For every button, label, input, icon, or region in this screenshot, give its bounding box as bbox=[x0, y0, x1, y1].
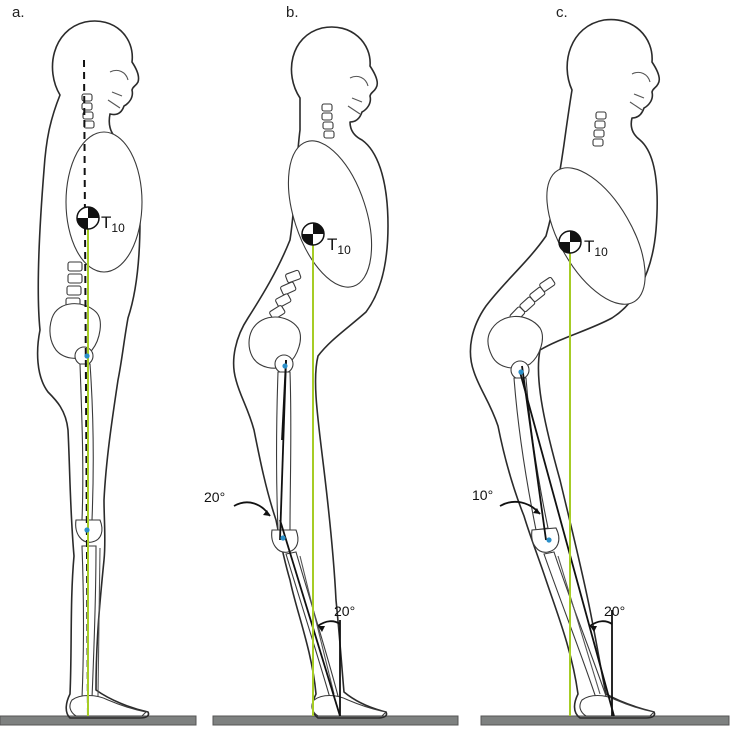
hip-marker-b bbox=[282, 363, 288, 369]
body-outline-a bbox=[36, 20, 150, 719]
knee-angle-label-b: 20° bbox=[204, 489, 225, 505]
trunk-segment-c bbox=[546, 167, 646, 305]
knee-marker-a bbox=[84, 527, 90, 533]
knee-angle-arrow-c bbox=[533, 508, 540, 514]
trunk-segment-a bbox=[65, 131, 143, 273]
hip-marker-c bbox=[518, 369, 524, 375]
panel-label-b: b. bbox=[286, 4, 299, 21]
lumbar-spine-b bbox=[269, 269, 302, 320]
hip-marker-a bbox=[84, 353, 90, 359]
com-label-c: T10 bbox=[584, 237, 608, 259]
ankle-angle-arc-b bbox=[317, 620, 341, 627]
knee-marker-b bbox=[280, 535, 286, 541]
foot-bones-a bbox=[69, 694, 148, 717]
ankle-angle-arc-c bbox=[589, 620, 613, 627]
ankle-angle-arrow-c bbox=[590, 626, 597, 632]
lumbar-spine-a bbox=[65, 261, 83, 308]
reference-line-a bbox=[83, 59, 89, 719]
panel-label-a: a. bbox=[12, 4, 25, 21]
femoral-head-a bbox=[74, 346, 94, 366]
hip-axis-b bbox=[281, 359, 287, 441]
body-outline-b bbox=[232, 26, 389, 719]
panel-a: a. bbox=[0, 4, 197, 726]
ankle-angle-label-b: 20° bbox=[334, 603, 355, 619]
foot-bones-c bbox=[579, 694, 656, 717]
skull-detail-b bbox=[347, 75, 369, 115]
cervical-spine-a bbox=[81, 93, 95, 129]
lumbar-spine-c bbox=[509, 276, 556, 323]
fibula-c bbox=[557, 555, 601, 695]
shank-axis-b bbox=[279, 519, 341, 717]
knee-angle-label-c: 10° bbox=[472, 487, 493, 503]
foot-bones-b bbox=[311, 694, 388, 717]
skull-detail-c bbox=[629, 71, 651, 111]
body-outline-c bbox=[469, 18, 661, 719]
knee-angle-arrow-b bbox=[263, 510, 270, 516]
pelvis-c bbox=[487, 315, 543, 369]
ankle-angle-label-c: 20° bbox=[604, 603, 625, 619]
skull-detail-a bbox=[107, 69, 129, 109]
cervical-spine-c bbox=[592, 111, 607, 147]
pelvis-a bbox=[49, 303, 101, 359]
center-of-mass-icon-a bbox=[76, 206, 100, 230]
panel-label-c: c. bbox=[556, 4, 568, 21]
ankle-angle-arrow-b bbox=[318, 626, 325, 632]
trunk-segment-b bbox=[287, 140, 373, 288]
panel-b: b. bbox=[204, 4, 459, 726]
knee-joint-b bbox=[271, 529, 299, 553]
knee-marker-c bbox=[546, 537, 552, 543]
shank-axis-c bbox=[519, 371, 615, 717]
fibula-a bbox=[97, 547, 101, 697]
com-label-a: T10 bbox=[101, 213, 125, 235]
panel-c: c. 10° bbox=[469, 4, 730, 726]
com-label-b: T10 bbox=[327, 235, 351, 257]
center-of-mass-icon-b bbox=[301, 222, 325, 246]
fibula-b bbox=[299, 555, 335, 695]
cervical-spine-b bbox=[321, 103, 335, 139]
center-of-mass-icon-c bbox=[558, 230, 582, 254]
